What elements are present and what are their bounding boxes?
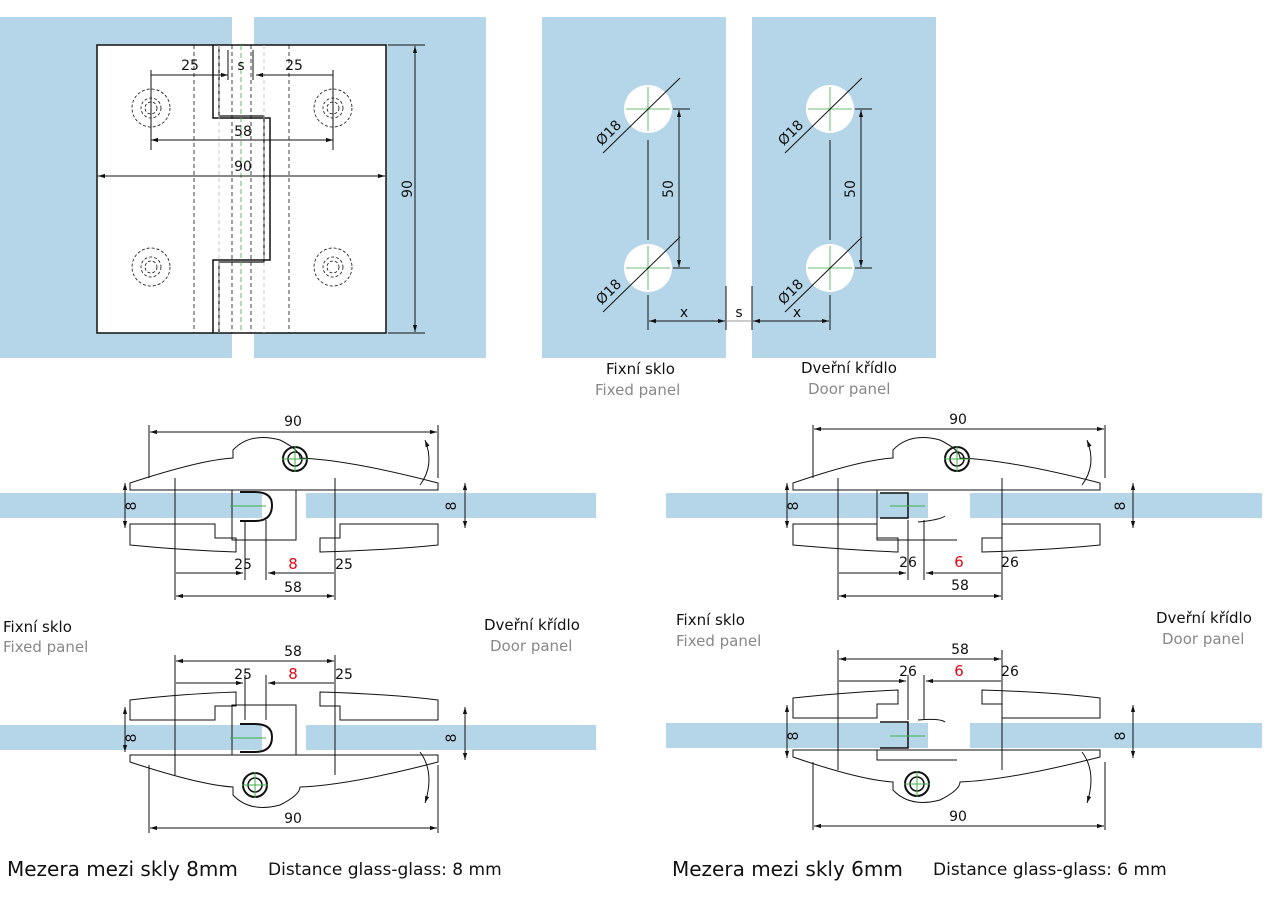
door-panel-label-cs: Dveřní křídlo — [484, 616, 580, 634]
dim-gap: 8 — [288, 555, 298, 573]
hinge-plate — [96, 44, 387, 334]
fixed-panel-label-en: Fixed panel — [3, 638, 89, 656]
dim-glass-thickness-right: 8 — [444, 502, 460, 511]
caption-cs-8mm: Mezera mezi skly 8mm — [7, 857, 238, 881]
dim-glass-thickness-left: 8 — [124, 502, 140, 511]
door-glass-panel — [752, 17, 936, 358]
dim-glass-thickness-right: 8 — [1113, 732, 1129, 741]
fixed-panel-label-en: Fixed panel — [595, 381, 681, 399]
dim-glass-thickness-left: 8 — [786, 732, 802, 741]
dim-spacing: 58 — [951, 642, 969, 658]
edge-distance-left: x — [680, 305, 688, 321]
fixed-glass-panel — [542, 17, 726, 358]
dim-left: 26 — [899, 555, 917, 571]
dim-glass-thickness-left: 8 — [124, 734, 140, 743]
dim-overall: 90 — [949, 809, 967, 825]
hole-spacing-left: 50 — [661, 180, 677, 198]
dim-glass-thickness-right: 8 — [444, 734, 460, 743]
door-panel-label-en: Door panel — [1162, 630, 1245, 648]
dim-spacing: 58 — [951, 578, 969, 594]
caption-en-6mm: Distance glass-glass: 6 mm — [933, 860, 1167, 880]
dim-right: 26 — [1001, 664, 1019, 680]
dim-left: 25 — [234, 557, 252, 573]
hinge-plan-view: 25 s 25 58 90 90 — [0, 17, 486, 358]
dim-left: 25 — [234, 667, 252, 683]
door-panel-label-cs: Dveřní křídlo — [1156, 609, 1252, 627]
fixed-panel-label-cs: Fixní sklo — [3, 618, 72, 636]
dim-gap: 8 — [288, 665, 298, 683]
fixed-panel-label-en: Fixed panel — [676, 632, 762, 650]
dim-height: 90 — [400, 180, 416, 198]
dim-overall: 90 — [284, 811, 302, 827]
dim-spacing: 58 — [284, 580, 302, 596]
dim-glass-thickness-right: 8 — [1113, 502, 1129, 511]
door-panel-label-en: Door panel — [808, 380, 891, 398]
section-8mm-closed: 90 8 8 25 8 25 58 — [0, 414, 596, 600]
dim-right: 26 — [1001, 555, 1019, 571]
dim-right: 25 — [335, 557, 353, 573]
dim-hole-spacing: 58 — [234, 124, 252, 140]
dim-left-offset: 25 — [181, 58, 199, 74]
dim-spacing: 58 — [284, 644, 302, 660]
dim-gap: s — [237, 58, 244, 74]
caption-cs-6mm: Mezera mezi skly 6mm — [672, 857, 903, 881]
dim-glass-thickness-left: 8 — [786, 502, 802, 511]
edge-distance-right: x — [793, 305, 801, 321]
caption-en-8mm: Distance glass-glass: 8 mm — [268, 860, 502, 880]
dim-right: 25 — [335, 667, 353, 683]
section-8mm-open: 58 25 8 25 8 8 90 — [0, 644, 596, 833]
dim-right-offset: 25 — [285, 58, 303, 74]
fixed-panel-label-cs: Fixní sklo — [676, 611, 745, 629]
hinge-split-line — [212, 45, 271, 333]
dim-gap: 6 — [954, 662, 964, 680]
door-panel-label-en: Door panel — [490, 637, 573, 655]
dim-overall: 90 — [284, 414, 302, 430]
dim-width: 90 — [234, 159, 252, 175]
dim-overall: 90 — [949, 412, 967, 428]
fixed-panel-label-cs: Fixní sklo — [606, 360, 675, 378]
dim-left: 26 — [899, 664, 917, 680]
dim-gap: 6 — [954, 553, 964, 571]
section-6mm-closed: 90 8 8 26 6 26 58 — [666, 412, 1262, 600]
door-panel-label-cs: Dveřní křídlo — [801, 359, 897, 377]
section-6mm-open: 58 26 6 26 8 8 90 — [666, 642, 1262, 830]
hole-spacing-right: 50 — [843, 180, 859, 198]
drill-pattern: Ø18 Ø18 Ø18 Ø18 50 50 x s x — [542, 17, 936, 358]
panel-gap: s — [735, 305, 742, 321]
